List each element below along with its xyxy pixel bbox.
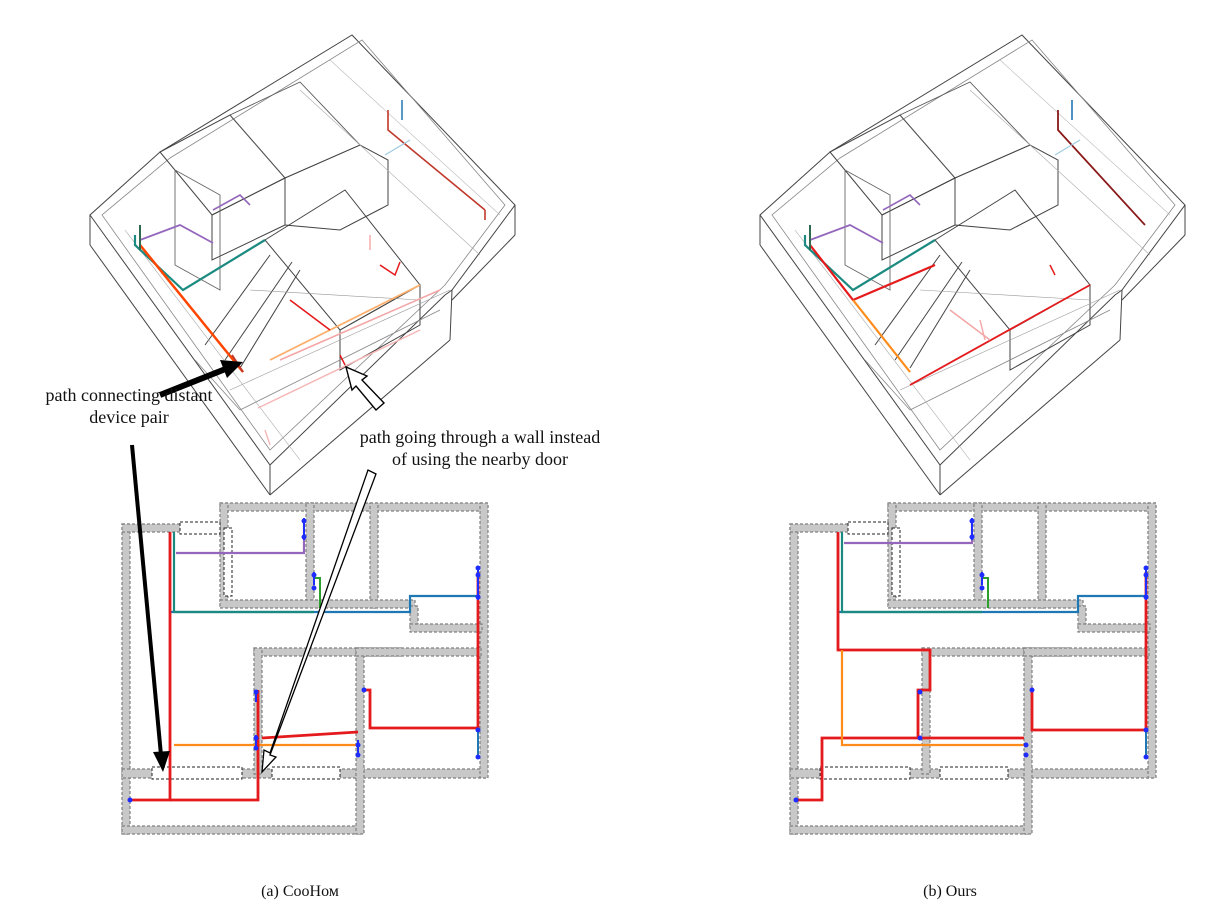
- annotation-distant-pair-line2: device pair: [89, 407, 169, 427]
- annotation-through-wall-line2: of using the nearby door: [392, 449, 568, 469]
- annotation-through-wall-line1: path going through a wall instead: [359, 427, 601, 447]
- panel-b-floor-plan: [789, 502, 1157, 835]
- arrow-distant-pair-plan: [130, 444, 170, 772]
- annotation-through-wall: path going through a wall instead of usi…: [330, 426, 630, 470]
- panel-a-iso-view: [89, 34, 516, 496]
- caption-panel-a: (a) CooHом: [261, 883, 339, 900]
- annotation-distant-pair: path connecting distant device pair: [14, 384, 244, 428]
- panel-b-iso-view: [759, 34, 1186, 496]
- caption-panel-b: (b) Ours: [923, 883, 977, 900]
- arrow-distant-pair-3d: [158, 360, 243, 398]
- arrow-through-wall-plan: [261, 469, 377, 774]
- panel-a-floor-plan: [121, 502, 489, 835]
- annotation-distant-pair-line1: path connecting distant: [45, 385, 213, 405]
- arrow-through-wall-3d: [344, 365, 386, 411]
